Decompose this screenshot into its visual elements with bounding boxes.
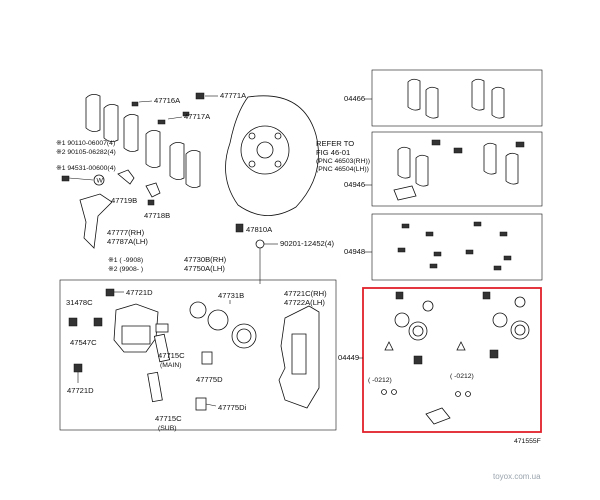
bleeder-47547C[interactable] bbox=[93, 317, 103, 327]
label-31478C: 31478C bbox=[66, 298, 93, 307]
clip-47718B[interactable] bbox=[145, 182, 161, 198]
pad-clip-4[interactable] bbox=[182, 111, 190, 117]
label-47771A: 47771A bbox=[220, 91, 247, 100]
label-47719B: 47719B bbox=[111, 196, 137, 205]
label-sub: (SUB) bbox=[158, 425, 177, 432]
caliper-mounting-bracket[interactable] bbox=[278, 305, 320, 409]
brake-pads-group bbox=[85, 92, 205, 206]
pad-clip-3[interactable] bbox=[195, 92, 205, 100]
label-47547C: 47547C bbox=[70, 338, 97, 347]
label-04948: 04948 bbox=[344, 247, 365, 256]
seal-47731B-2[interactable] bbox=[207, 309, 229, 331]
note-2: ※2 90105-06282(4) bbox=[56, 149, 116, 156]
label-47721D-top: 47721D bbox=[126, 288, 153, 297]
caliper-body[interactable] bbox=[113, 303, 169, 353]
kit-04948-clips[interactable] bbox=[397, 221, 512, 271]
refer-line-1: REFER TO bbox=[316, 139, 354, 148]
bolt-47721D-top[interactable] bbox=[105, 288, 115, 297]
kit-range-2: ( -0212) bbox=[450, 373, 474, 380]
refer-line-3: (PNC 46503(RH)) bbox=[316, 158, 370, 165]
brake-pad-6[interactable] bbox=[185, 150, 201, 188]
slide-pin-main[interactable] bbox=[153, 333, 171, 363]
cap-31478C[interactable] bbox=[68, 317, 78, 327]
kit-04466-pads[interactable] bbox=[407, 78, 505, 119]
label-47721D-bottom: 47721D bbox=[67, 386, 94, 395]
kit-04946-box bbox=[371, 131, 543, 207]
clip-47719B[interactable] bbox=[117, 169, 135, 185]
bolt-47721D-bottom[interactable] bbox=[73, 363, 83, 373]
boot-47775Di[interactable] bbox=[195, 397, 207, 411]
label-w: W bbox=[97, 178, 104, 185]
kit-04946-pads[interactable] bbox=[393, 139, 525, 201]
label-47722A: 47722A(LH) bbox=[284, 298, 325, 307]
brake-pad-3[interactable] bbox=[123, 114, 139, 152]
washer-w-marker bbox=[93, 174, 105, 186]
caliper-assembly-box bbox=[59, 279, 337, 431]
range-2: ※2 (9908- ) bbox=[108, 266, 143, 273]
brake-pad-1[interactable] bbox=[85, 94, 101, 132]
refer-line-4: (PNC 46504(LH)) bbox=[316, 166, 369, 173]
bolt-90201[interactable] bbox=[255, 239, 265, 249]
kit-04449-seals[interactable] bbox=[381, 291, 530, 425]
brake-pad-2[interactable] bbox=[103, 104, 119, 142]
dust-cover-plate[interactable] bbox=[225, 95, 319, 216]
seal-47731B-1[interactable] bbox=[189, 301, 207, 319]
label-47721C: 47721C(RH) bbox=[284, 289, 327, 298]
label-47717A: 47717A bbox=[184, 112, 211, 121]
pad-clip-5[interactable] bbox=[147, 199, 155, 206]
label-04946: 04946 bbox=[344, 180, 365, 189]
pad-clip-1[interactable] bbox=[131, 101, 139, 107]
label-47716A: 47716A bbox=[154, 96, 181, 105]
label-47777: 47777(RH) bbox=[107, 228, 145, 237]
brake-pad-5[interactable] bbox=[169, 142, 185, 180]
label-47731B: 47731B bbox=[218, 291, 244, 300]
label-47715C-main: 47715C bbox=[158, 351, 185, 360]
label-47718B: 47718B bbox=[144, 211, 170, 220]
note-3: ※1 94531-00600(4) bbox=[56, 165, 116, 172]
bolt-47810A[interactable] bbox=[235, 223, 244, 233]
brake-pad-4[interactable] bbox=[145, 130, 161, 168]
label-47730B: 47730B(RH) bbox=[184, 255, 227, 264]
figure-number: 471555F bbox=[514, 438, 541, 445]
label-47775D: 47775D bbox=[196, 375, 223, 384]
label-47750A: 47750A(LH) bbox=[184, 264, 225, 273]
kit-range-1: ( -0212) bbox=[368, 377, 392, 384]
label-04449: 04449 bbox=[338, 353, 359, 362]
boot-47775D[interactable] bbox=[201, 351, 213, 365]
label-47810A: 47810A bbox=[246, 225, 273, 234]
range-1: ※1 ( -9908) bbox=[108, 257, 143, 264]
kit-04449-box bbox=[362, 287, 542, 433]
label-main: (MAIN) bbox=[160, 362, 182, 369]
label-04466: 04466 bbox=[344, 94, 365, 103]
refer-line-2: FIG 46-01 bbox=[316, 148, 350, 157]
note-1: ※1 90110-06007(4) bbox=[56, 140, 115, 147]
label-90201: 90201-12452(4) bbox=[280, 239, 335, 248]
anti-squeal-shim[interactable] bbox=[79, 193, 113, 249]
watermark: toyox.com.ua bbox=[493, 472, 541, 481]
kit-04466-box bbox=[371, 69, 543, 127]
label-47775Di: 47775Di bbox=[218, 403, 247, 412]
bolt-small[interactable] bbox=[61, 175, 70, 182]
slide-pin-sub[interactable] bbox=[147, 371, 163, 403]
label-47715C-sub: 47715C bbox=[155, 414, 182, 423]
label-47787A: 47787A(LH) bbox=[107, 237, 148, 246]
pad-clip-2[interactable] bbox=[157, 119, 166, 125]
kit-04948-box bbox=[371, 213, 543, 281]
